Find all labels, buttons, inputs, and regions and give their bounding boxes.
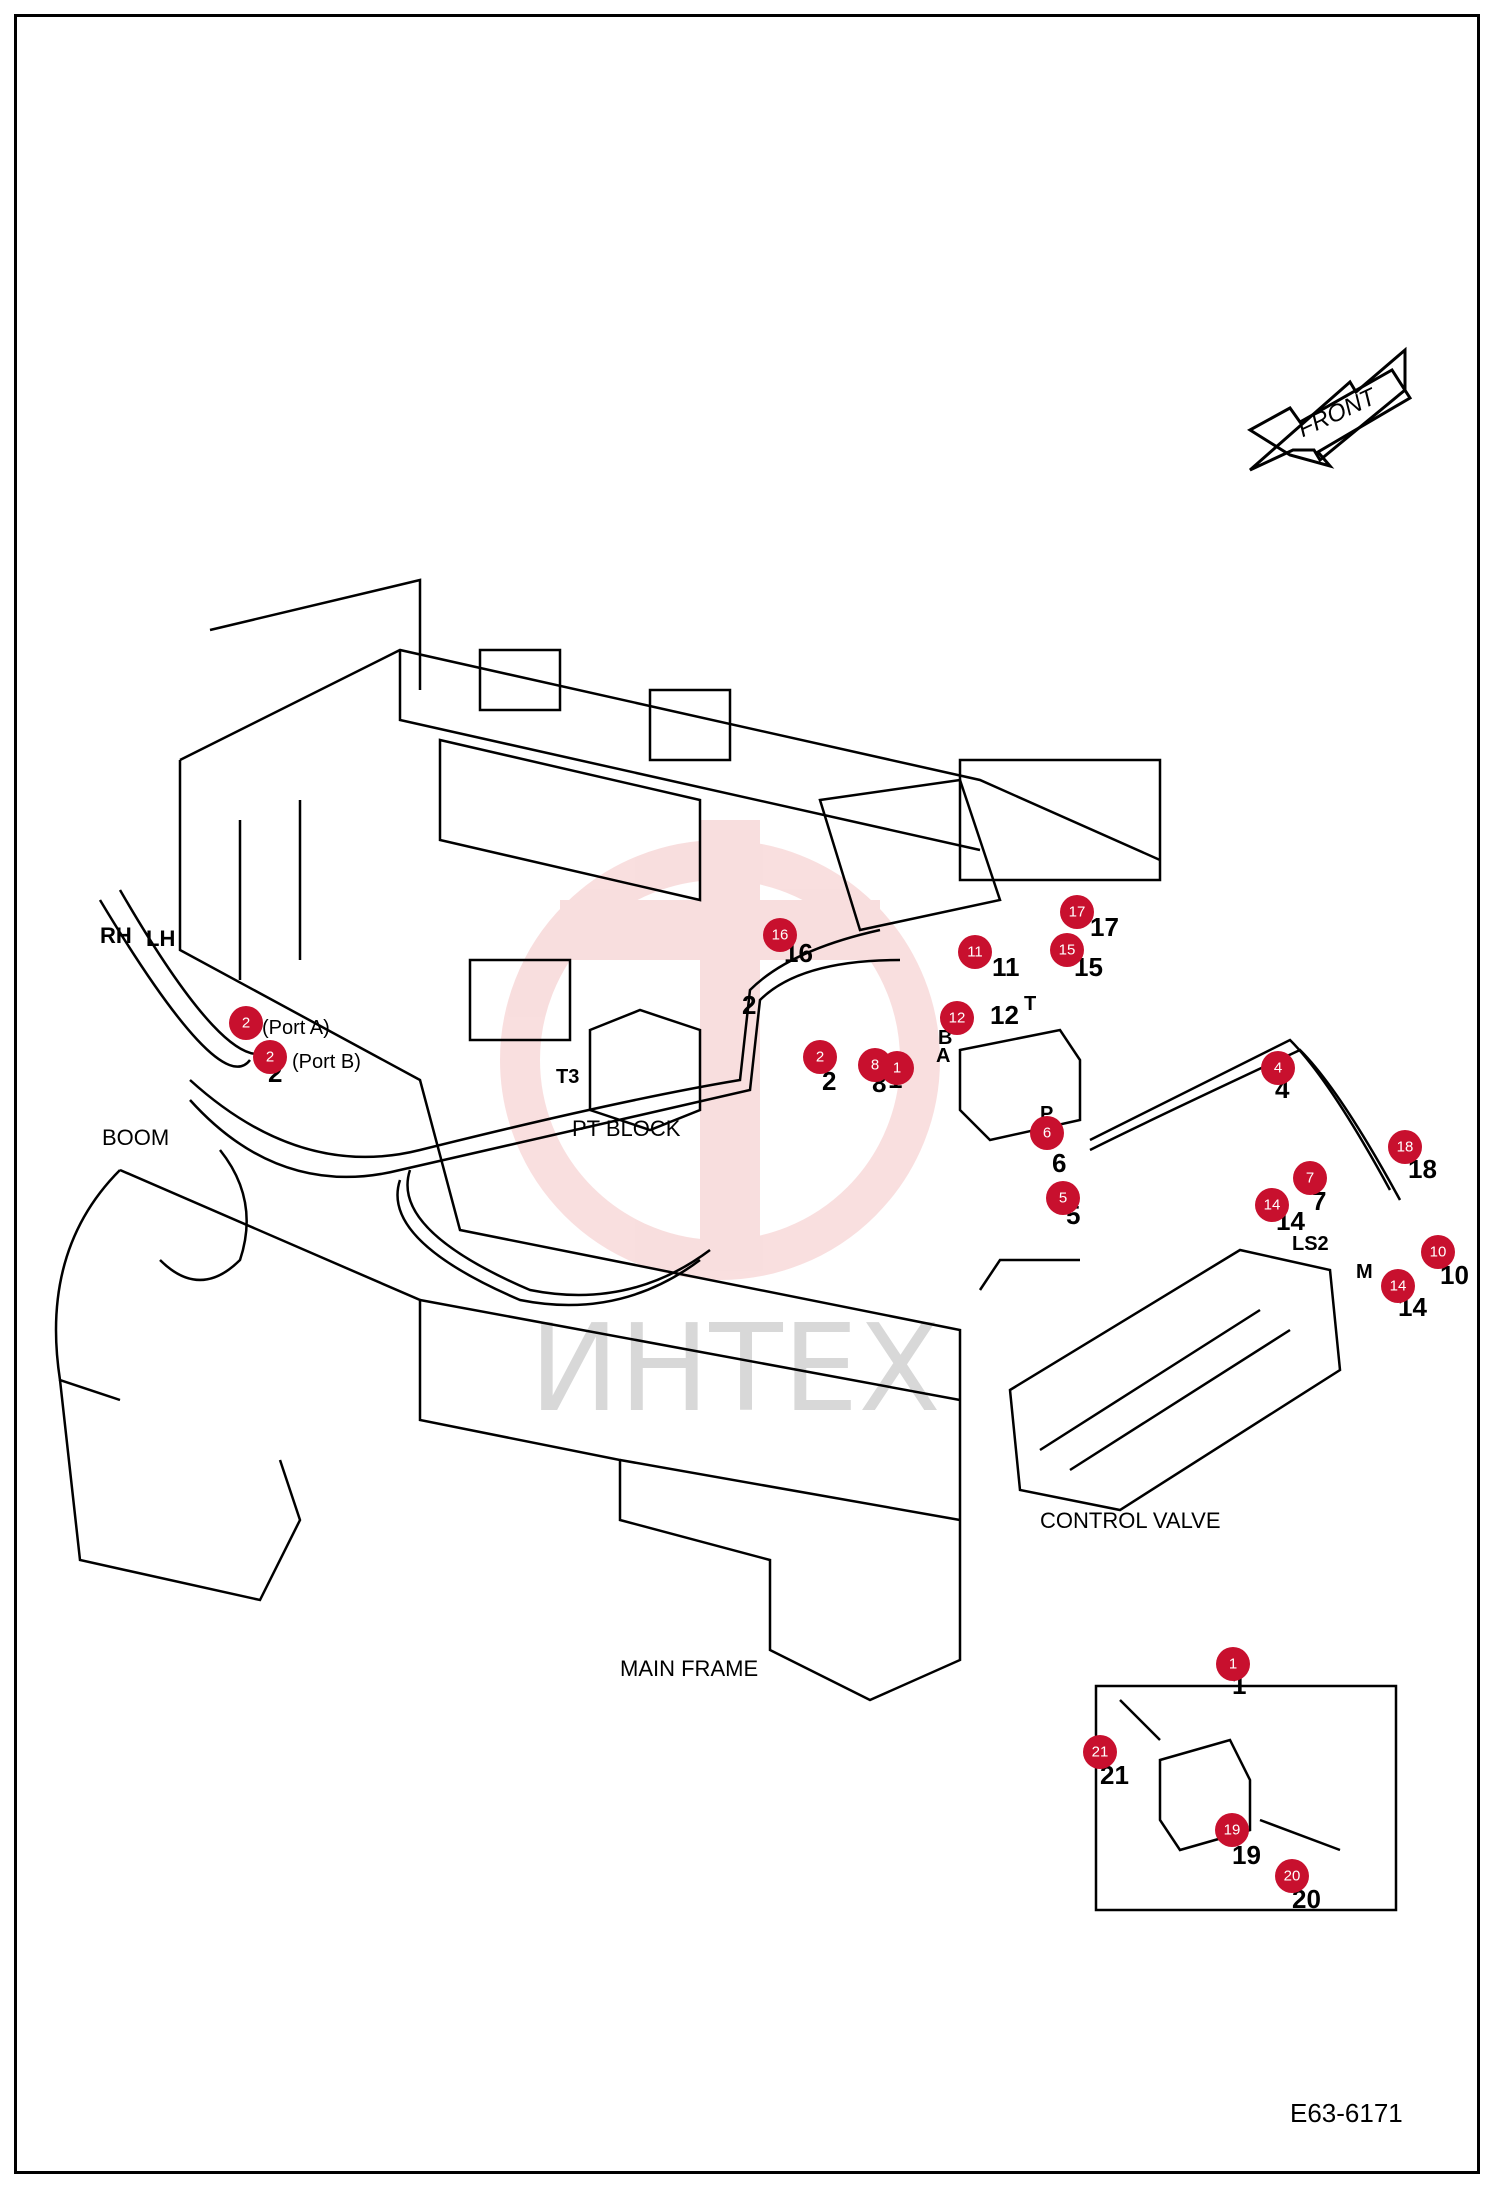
callout-number: 2 xyxy=(816,1049,824,1066)
callout-badge: 4 xyxy=(1261,1051,1295,1085)
callout-badge: 17 xyxy=(1060,895,1094,929)
callout-number: 18 xyxy=(1397,1139,1414,1156)
callout-badge: 15 xyxy=(1050,933,1084,967)
part-number: 6 xyxy=(1052,1148,1066,1178)
callout-number: 21 xyxy=(1092,1744,1109,1761)
callout-badge: 10 xyxy=(1421,1235,1455,1269)
callout-badge: 1 xyxy=(880,1051,914,1085)
callout-number: 20 xyxy=(1284,1868,1301,1885)
callout-number: 7 xyxy=(1306,1170,1314,1187)
part-number: 12 xyxy=(990,1000,1019,1030)
lh-label: LH xyxy=(146,926,175,951)
port-b-label: (Port B) xyxy=(292,1051,361,1073)
port-a-label: (Port A) xyxy=(262,1017,330,1039)
callout-badge: 2 xyxy=(803,1040,837,1074)
callout-badge: 19 xyxy=(1215,1813,1249,1847)
callout-badge: 14 xyxy=(1255,1188,1289,1222)
drawing-frame xyxy=(14,14,1480,2174)
main-frame-drawing xyxy=(54,578,1402,1912)
callout-number: 1 xyxy=(893,1060,901,1077)
boom-label: BOOM xyxy=(102,1125,169,1150)
callout-number: 10 xyxy=(1430,1244,1447,1261)
callout-badge: 7 xyxy=(1293,1161,1327,1195)
callout-badge: 11 xyxy=(958,935,992,969)
callout-number: 11 xyxy=(967,944,983,961)
callout-number: 14 xyxy=(1390,1278,1407,1295)
callout-number: 16 xyxy=(772,927,789,944)
callout-number: 2 xyxy=(266,1049,274,1066)
callout-number: 6 xyxy=(1043,1125,1051,1142)
port-letter-a: A xyxy=(936,1045,950,1067)
front-arrow xyxy=(1247,346,1413,472)
m-label: M xyxy=(1356,1261,1373,1283)
callout-badge: 1 xyxy=(1216,1647,1250,1681)
t3-label: T3 xyxy=(556,1066,579,1088)
callout-badge: 12 xyxy=(940,1001,974,1035)
ls2-label: LS2 xyxy=(1292,1233,1329,1255)
callout-badge: 5 xyxy=(1046,1181,1080,1215)
callout-number: 1 xyxy=(1229,1656,1237,1673)
callout-badge: 2 xyxy=(253,1040,287,1074)
callout-number: 12 xyxy=(949,1010,966,1027)
callout-badge: 20 xyxy=(1275,1859,1309,1893)
callout-number: 19 xyxy=(1224,1822,1241,1839)
callout-number: 5 xyxy=(1059,1190,1067,1207)
callout-badge: 16 xyxy=(763,918,797,952)
part-number: 17 xyxy=(1090,912,1119,942)
callout-number: 17 xyxy=(1069,904,1086,921)
callout-badge: 2 xyxy=(229,1006,263,1040)
part-number: 2 xyxy=(822,1066,836,1096)
callout-badge: 14 xyxy=(1381,1269,1415,1303)
callout-number: 8 xyxy=(871,1057,879,1074)
part-number: 2 xyxy=(742,990,756,1020)
callout-badge: 6 xyxy=(1030,1116,1064,1150)
callout-number: 15 xyxy=(1059,942,1076,959)
part-number: 11 xyxy=(992,952,1020,982)
watermark-logo xyxy=(500,820,940,1280)
control-valve-label: CONTROL VALVE xyxy=(1040,1508,1221,1533)
drawing-code: E63-6171 xyxy=(1290,2098,1403,2128)
callout-number: 4 xyxy=(1274,1060,1282,1077)
callout-badge: 21 xyxy=(1083,1735,1117,1769)
pt-block-label: PT BLOCK xyxy=(572,1116,681,1141)
callout-number: 14 xyxy=(1264,1197,1281,1214)
main-frame-label: MAIN FRAME xyxy=(620,1656,758,1681)
callout-number: 2 xyxy=(242,1015,250,1032)
rh-label: RH xyxy=(100,923,132,948)
port-letter-t: T xyxy=(1024,993,1036,1015)
callout-badge: 18 xyxy=(1388,1130,1422,1164)
watermark-text: ИНТЕХ xyxy=(529,1300,940,1439)
